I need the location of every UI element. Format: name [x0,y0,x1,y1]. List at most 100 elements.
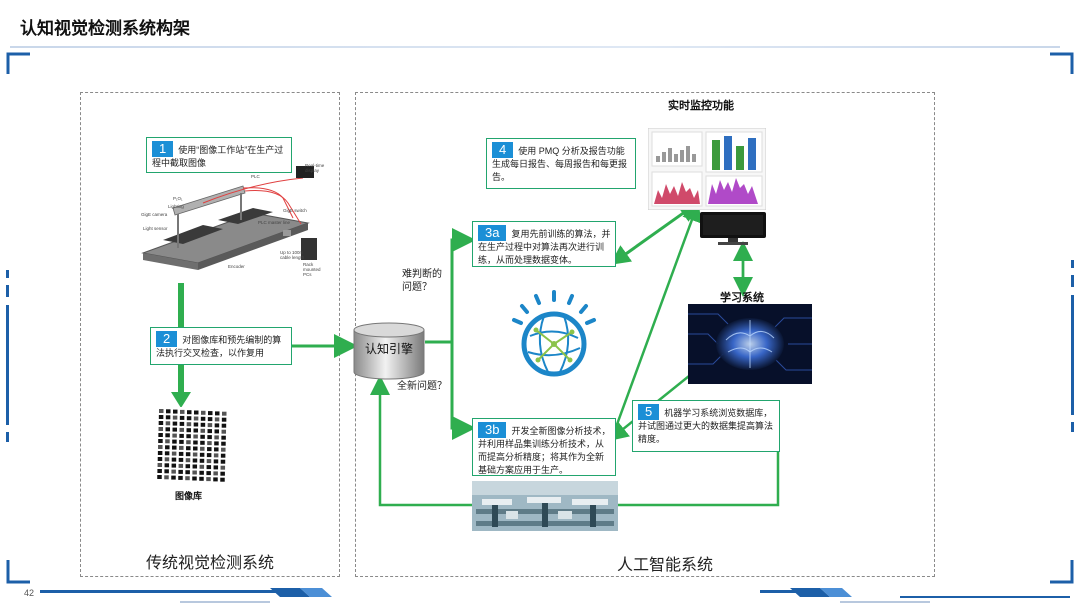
library-thumbnail [165,427,171,432]
library-thumbnail [158,445,163,449]
library-thumbnail [166,409,171,414]
library-thumbnail [192,476,197,481]
library-thumbnail [199,452,205,457]
library-thumbnail [186,422,192,427]
library-thumbnail [158,415,164,419]
library-thumbnail [172,415,178,420]
library-thumbnail [206,471,211,476]
library-thumbnail [171,469,176,474]
library-thumbnail [207,441,212,446]
library-thumbnail [179,433,184,438]
library-thumbnail [214,441,219,446]
callout-light-sensor: Light sensor [143,226,168,231]
library-thumbnail [185,470,190,475]
library-thumbnail [186,446,191,451]
library-thumbnail [157,475,162,479]
library-thumbnail [199,464,205,469]
library-thumbnail [178,475,183,480]
library-thumbnail [179,427,185,432]
title-divider [10,46,1060,48]
step-3a-text: 复用先前训练的算法，并在生产过程中对算法再次进行训练，从而处理数据变体。 [478,229,611,265]
callout-gige-switch: GigE switch [283,208,307,213]
library-thumbnail [221,429,227,434]
library-thumbnail [220,459,226,464]
library-thumbnail [200,416,206,421]
library-thumbnail [199,470,204,475]
callout-display: Real-time display [305,163,325,173]
page-title: 认知视觉检测系统构架 [20,19,190,38]
callout-plc-master: PLC master line [258,220,291,225]
library-thumbnail [207,435,212,440]
ai-system-label: 人工智能系统 [616,557,713,574]
library-thumbnail [165,433,170,438]
learning-system-label: 学习系统 [720,292,764,304]
library-thumbnail [172,439,177,444]
library-thumbnail [200,446,205,451]
step-3b-text: 开发全新图像分析技术，并利用样品集训练分析技术，从而提高分析精度；将其作为全新基… [478,426,611,475]
library-thumbnail [165,445,170,450]
library-thumbnail [165,415,171,420]
library-thumbnail [193,446,198,451]
library-thumbnail [214,447,219,452]
library-thumbnail [206,465,212,470]
image-library-grid [157,407,229,483]
library-thumbnail [158,433,163,437]
library-thumbnail [193,434,198,439]
step-3a-number: 3a [478,225,507,241]
library-thumbnail [221,423,227,428]
hard-question-label: 难判断的问题？ [402,269,442,293]
library-thumbnail [192,464,198,469]
library-thumbnail [193,440,198,445]
library-thumbnail [193,428,199,433]
step-2-text: 对图像库和预先编制的算法执行交叉检查，以作复用 [156,335,282,358]
cognitive-engine: 认知引擎 [352,322,426,380]
library-thumbnail [207,417,213,422]
library-thumbnail [207,429,213,434]
library-thumbnail [220,453,226,458]
library-thumbnail [186,440,191,445]
library-thumbnail [215,411,220,416]
library-thumbnail [164,457,170,462]
library-thumbnail [206,453,212,458]
image-library-label: 图像库 [175,491,203,501]
library-thumbnail [221,447,226,452]
library-thumbnail [213,459,219,464]
ai-brain-globe-icon [508,286,600,378]
step-2-number: 2 [156,331,178,347]
library-thumbnail [157,469,162,473]
step-4-number: 4 [492,142,514,158]
library-thumbnail [221,435,226,440]
library-thumbnail [192,452,198,457]
library-thumbnail [200,434,205,439]
library-thumbnail [158,427,164,431]
callout-cable-length: Up to 100m cable length [280,250,305,260]
library-thumbnail [199,476,204,481]
step-5-text: 机器学习系统浏览数据库，并试图通过更大的数据集提高算法精度。 [638,408,774,444]
callout-rack-pcs: Rack mounted PCs [303,262,321,277]
callout-plc: PLC [251,174,260,179]
library-thumbnail [173,409,178,414]
library-thumbnail [186,416,192,421]
library-thumbnail [164,463,170,468]
library-thumbnail [208,411,213,416]
library-thumbnail [213,453,219,458]
library-thumbnail [171,475,176,480]
library-thumbnail [213,477,218,482]
library-thumbnail [200,422,206,427]
library-thumbnail [159,409,164,413]
library-thumbnail [186,434,191,439]
library-thumbnail [179,439,184,444]
library-thumbnail [171,457,177,462]
callout-p1o1: P₁O₁ [173,196,183,201]
library-thumbnail [221,441,226,446]
page-number: 42 [24,588,35,598]
library-thumbnail [157,457,163,461]
traditional-system-label: 传统视觉检测系统 [145,555,274,572]
library-thumbnail [164,475,169,480]
library-thumbnail [164,469,169,474]
library-thumbnail [157,451,163,455]
library-thumbnail [178,457,184,462]
inspection-line-diagram: Real-time display PLC P₁O₁ Lighting GigE… [133,158,329,283]
